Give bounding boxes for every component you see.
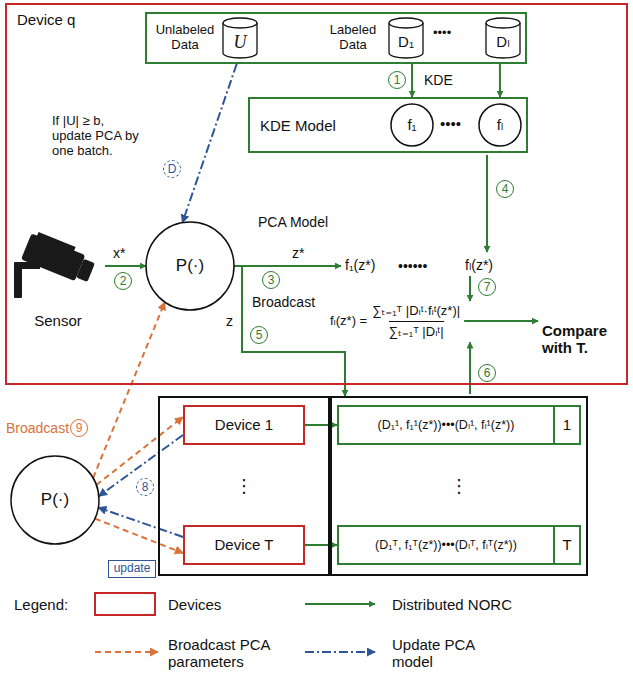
node-label: Device q [17,11,75,28]
legend-sample [305,603,375,605]
database-cylinder: U [222,17,258,59]
process-box: ⋮ (D₁¹, f₁¹(z*))•••(Dₗ¹, fₗ¹(z*))1 (D₁ᵀ, f… [330,396,588,576]
connector [98,508,183,537]
connector [234,266,345,396]
connector [182,64,236,223]
node-label: U [234,32,247,53]
text-label: •••••• [398,258,427,274]
text-label: x* [113,245,125,261]
database-cylinder: Dₗ [485,17,521,59]
node-label: ⋮ [450,476,468,497]
model-circle: f₁ [390,103,434,147]
flow-arrow [235,265,341,267]
text-label: KDE [424,72,453,88]
node-label: 1 [553,407,579,443]
connector [93,302,165,478]
formula-part: ∑ₜ₌₁ᵀ |Dₗᵗ| [389,321,444,340]
text-label: Legend: [14,596,68,613]
legend-label: Distributed NORC [392,596,562,613]
legend-label: Broadcast PCA parameters [168,636,283,671]
callout-number: 2 [114,272,132,290]
text-label: f₁(z*) [345,257,375,273]
database-cylinder: D₁ [388,17,424,59]
connector [305,544,337,546]
connector [499,64,501,97]
node-label: Dₗ [496,33,509,50]
flow-arrow [469,342,471,394]
node-label: •••• [433,26,451,41]
node-label: Device T [215,536,274,553]
text-label: Compare with T. [542,322,622,357]
connector [96,417,183,485]
node-label: Unlabeled Data [153,23,217,53]
fraction: ∑ₜ₌₁ᵀ |Dₗᵗ·fₗᵗ(z*)|∑ₜ₌₁ᵀ |Dₗᵗ| [372,303,460,339]
result-row: (D₁¹, f₁¹(z*))•••(Dₗ¹, fₗ¹(z*))1 [337,405,581,445]
connector [99,435,183,496]
text-label: Broadcast [6,420,69,436]
process-box: Device 1 [183,405,305,445]
node-label: ⋮ [235,476,253,497]
node-label: f₁ [407,116,416,133]
text-label: Broadcast [252,294,315,310]
node-label: update [114,562,151,576]
connector [305,424,337,426]
legend-label: Devices [168,596,288,613]
node-label: Sensor [18,312,98,329]
model-circle: P(·) [10,455,100,545]
node-label: T [553,527,579,563]
legend-label: Update PCA model [392,636,492,671]
callout-number: 3 [262,271,280,289]
node-label: D₁ [398,33,414,50]
text-label: z* [292,245,304,261]
text-label: z [226,313,233,329]
flow-arrow [486,155,488,252]
process-box: ⋮ Device 1 Device T [158,396,330,576]
node-label: KDE Model [260,117,336,134]
node-label: fₗ [497,116,504,133]
node-label: Labeled Data [323,23,383,53]
callout-number: 4 [496,180,514,198]
node-label: (D₁ᵀ, f₁ᵀ(z*))•••(Dₗᵀ, fₗᵀ(z*)) [339,538,553,552]
callout-number: 1 [388,71,406,89]
legend-sample [95,593,155,615]
sensor-node: Sensor [10,232,105,332]
process-box: Device T [183,525,305,565]
text-label: PCA Model [258,214,328,230]
node-label: Device 1 [215,416,273,433]
flow-arrow [469,276,471,301]
formula-part: fₗ(z*) = [330,313,367,329]
connector [95,519,183,553]
node-label: •••• [440,115,461,132]
model-circle: P(·) [145,221,235,311]
process-box: update [108,560,156,578]
formula-part: ∑ₜ₌₁ᵀ |Dₗᵗ·fₗᵗ(z*)| [372,303,460,321]
node-label: P(·) [176,256,204,276]
callout-number: 8 [136,478,154,496]
text-label: If |U| ≥ b, update PCA by one batch. [52,114,144,159]
connector [105,265,146,267]
model-circle: fₗ [478,103,522,147]
result-row: (D₁ᵀ, f₁ᵀ(z*))•••(Dₗᵀ, fₗᵀ(z*))T [337,525,581,565]
process-box: KDE Model •••• f₁ fₗ [248,97,528,153]
camera-illustration [14,230,98,298]
callout-number: 5 [250,326,268,344]
callout-number: 7 [478,278,496,296]
connector [411,64,413,97]
legend-sample [95,651,158,653]
process-box: Device q Unlabeled Data Labeled Data •••• U D… [5,3,628,385]
callout-number: 9 [70,419,88,437]
flow-arrow [464,320,538,322]
callout-number: 6 [478,364,496,382]
text-label: fₗ(z*) [465,257,493,273]
legend-sample [305,651,375,653]
process-box: Unlabeled Data Labeled Data •••• U D₁ Dₗ [145,12,527,64]
node-label: P(·) [41,490,69,510]
callout-number: D [163,160,181,178]
formula: fₗ(z*) = ∑ₜ₌₁ᵀ |Dₗᵗ·fₗᵗ(z*)|∑ₜ₌₁ᵀ |Dₗᵗ| [330,303,460,339]
node-label: (D₁¹, f₁¹(z*))•••(Dₗ¹, fₗ¹(z*)) [339,418,553,432]
